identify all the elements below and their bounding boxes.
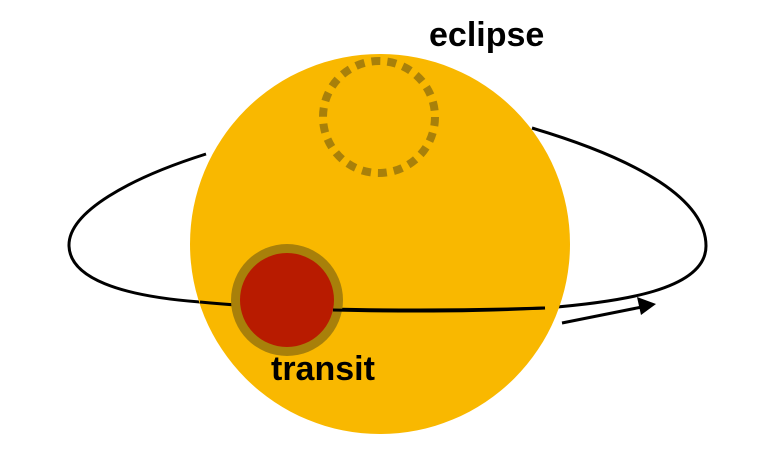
orbit-back-left [67, 152, 207, 304]
orbit-front-over-planet [332, 306, 546, 313]
transit-planet [240, 253, 334, 347]
orbit-back-right [531, 126, 708, 310]
eclipse-planet-outline [319, 57, 439, 177]
arrow-right-icon [561, 297, 656, 325]
transit-label: transit [271, 350, 375, 388]
eclipse-label: eclipse [429, 16, 545, 54]
star [190, 54, 570, 434]
